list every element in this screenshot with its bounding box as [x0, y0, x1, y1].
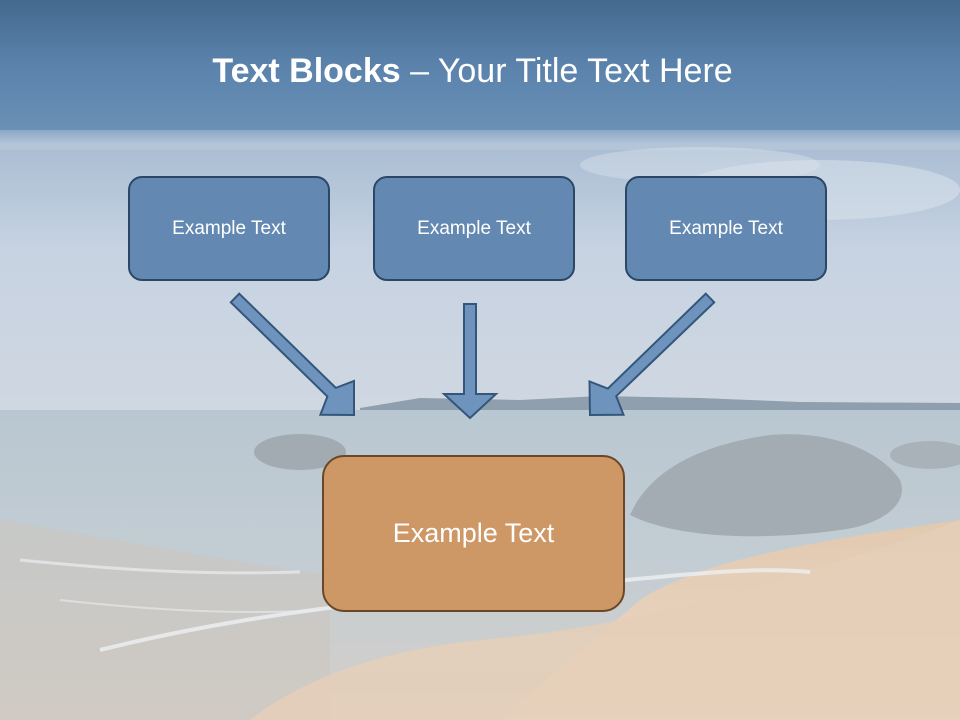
text-block-center[interactable]: Example Text — [373, 176, 575, 281]
text-block-center-label: Example Text — [417, 217, 531, 239]
text-block-right[interactable]: Example Text — [625, 176, 827, 281]
result-text-block[interactable]: Example Text — [322, 455, 625, 612]
text-block-left-label: Example Text — [172, 217, 286, 239]
title-separator: – — [400, 52, 438, 90]
arrow-right-down-left — [588, 292, 716, 417]
title-rest-part: Your Title Text Here — [437, 52, 733, 90]
title-bold-part: Text Blocks — [212, 52, 401, 90]
slide-title: Text Blocks – Your Title Text Here — [0, 52, 945, 91]
arrow-left-down-right — [229, 292, 355, 417]
text-block-left[interactable]: Example Text — [128, 176, 330, 281]
arrow-center-down — [441, 303, 499, 420]
result-text-block-label: Example Text — [392, 518, 555, 548]
text-block-right-label: Example Text — [669, 217, 783, 239]
